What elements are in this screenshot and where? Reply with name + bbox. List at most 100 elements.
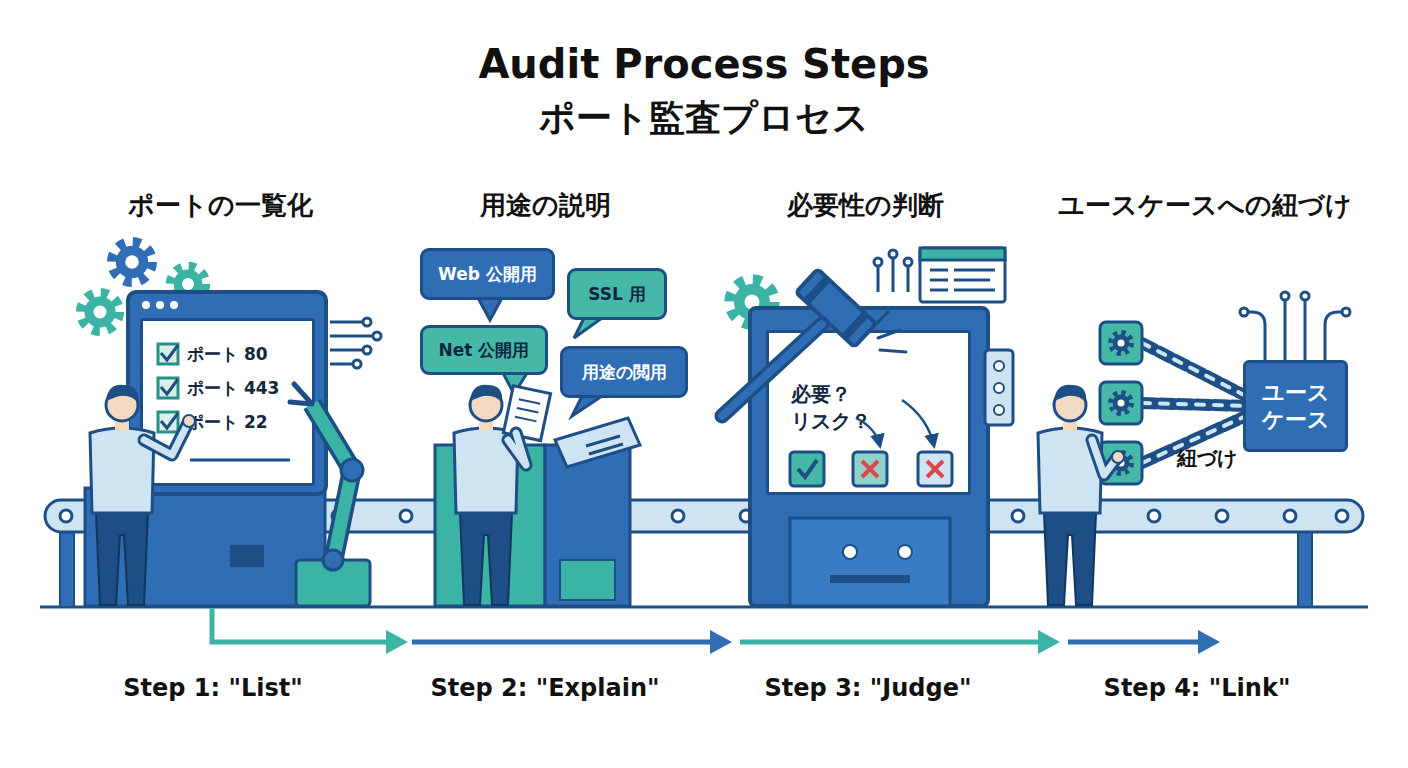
conveyor <box>60 530 74 607</box>
judge-station <box>830 575 910 583</box>
link-station <box>1100 292 1350 484</box>
judge-station <box>920 248 1005 302</box>
conveyor <box>1012 510 1024 522</box>
use-case-box: ユース ケース <box>1243 360 1348 452</box>
conveyor <box>332 510 344 522</box>
conveyor <box>1148 510 1160 522</box>
list-station <box>363 318 371 326</box>
checkbox <box>161 413 178 428</box>
list-station <box>373 332 381 340</box>
person <box>1063 417 1077 431</box>
gavel <box>722 269 906 416</box>
gavel <box>874 312 906 352</box>
person <box>503 386 550 441</box>
port-entry: ポート 443 <box>187 371 279 405</box>
judge-station <box>877 266 880 292</box>
conveyor <box>1336 510 1348 522</box>
judge-station <box>892 258 895 292</box>
link-station <box>1248 312 1265 360</box>
person <box>144 423 188 455</box>
list-station <box>170 301 178 309</box>
gavel <box>880 350 906 352</box>
title: Audit Process Steps <box>478 41 929 87</box>
list-station <box>128 292 326 494</box>
list-station <box>230 545 264 567</box>
link-station <box>1304 300 1307 360</box>
judge-station <box>730 248 1014 606</box>
judge-station <box>930 289 948 292</box>
checkbox <box>158 344 178 364</box>
checkbox <box>158 378 178 398</box>
bubble-text: 用途の閲用 <box>582 362 667 382</box>
person <box>508 433 526 465</box>
robot-arm <box>323 550 343 570</box>
list-station <box>81 242 382 606</box>
link-station <box>1111 393 1132 414</box>
judge-station <box>954 279 990 282</box>
gavel <box>796 269 876 347</box>
port-entry: ポート 22 <box>187 405 268 439</box>
bubble-text: Web 公開用 <box>438 264 537 284</box>
step-label: Step 3: "Judge" <box>765 674 972 702</box>
judge-station <box>889 250 897 258</box>
robot-arm <box>341 459 363 481</box>
explain-station <box>589 444 623 454</box>
gavel <box>722 324 822 416</box>
link-station <box>1240 292 1350 316</box>
judge-station <box>907 266 910 292</box>
conveyor <box>1298 530 1312 607</box>
decision-mark <box>790 452 824 486</box>
judge-station <box>843 545 857 559</box>
person <box>106 389 138 421</box>
use-case-text: ユース ケース <box>1246 379 1345 434</box>
person <box>460 513 512 605</box>
judge-question: 必要？ リスク？ <box>791 381 891 435</box>
person <box>1112 451 1124 463</box>
person <box>144 423 188 455</box>
conveyor <box>1216 510 1228 522</box>
gavel <box>878 330 900 338</box>
link-station <box>1142 343 1246 396</box>
judge-station <box>790 518 950 606</box>
gavel <box>841 311 869 340</box>
person <box>1044 513 1096 605</box>
step-label: Step 4: "Link" <box>1104 674 1291 702</box>
explain-station <box>555 418 640 467</box>
gavel <box>803 276 831 305</box>
decision-mark <box>853 452 887 486</box>
judge-station <box>994 383 1004 393</box>
decision-arrow <box>856 418 880 446</box>
person <box>1092 440 1116 475</box>
port-entry: ポート 80 <box>187 337 268 371</box>
person <box>517 408 539 413</box>
person <box>519 399 541 404</box>
decision-arrow <box>856 400 934 446</box>
conveyor <box>672 510 684 522</box>
checkbox <box>190 459 290 462</box>
person <box>470 389 502 421</box>
link-station <box>1142 343 1246 396</box>
person <box>1038 428 1102 513</box>
speech-bubble: SSL 用 <box>567 268 667 320</box>
person <box>90 385 195 605</box>
link-station <box>1142 403 1246 406</box>
robot-arm <box>312 404 352 562</box>
speech-bubble: Net 公開用 <box>420 325 548 375</box>
judge-station <box>930 269 948 272</box>
monitor-screen: ポート 80ポート 443ポート 22 <box>140 318 315 486</box>
conveyor <box>400 510 412 522</box>
explain-station <box>435 445 545 606</box>
link-station <box>1248 300 1342 360</box>
flow-arrow <box>740 640 1040 645</box>
link-station <box>1111 453 1132 474</box>
list-station <box>363 346 371 354</box>
subtitle: ポート監査プロセス <box>539 94 869 143</box>
decision-mark <box>798 460 817 477</box>
person <box>454 428 518 513</box>
step-heading: ポートの一覧化 <box>128 188 313 223</box>
judge-screen: 必要？ リスク？ <box>766 330 971 495</box>
list-station <box>330 335 372 338</box>
list-station <box>156 301 164 309</box>
link-station <box>1100 322 1142 364</box>
judge-station <box>904 258 912 266</box>
